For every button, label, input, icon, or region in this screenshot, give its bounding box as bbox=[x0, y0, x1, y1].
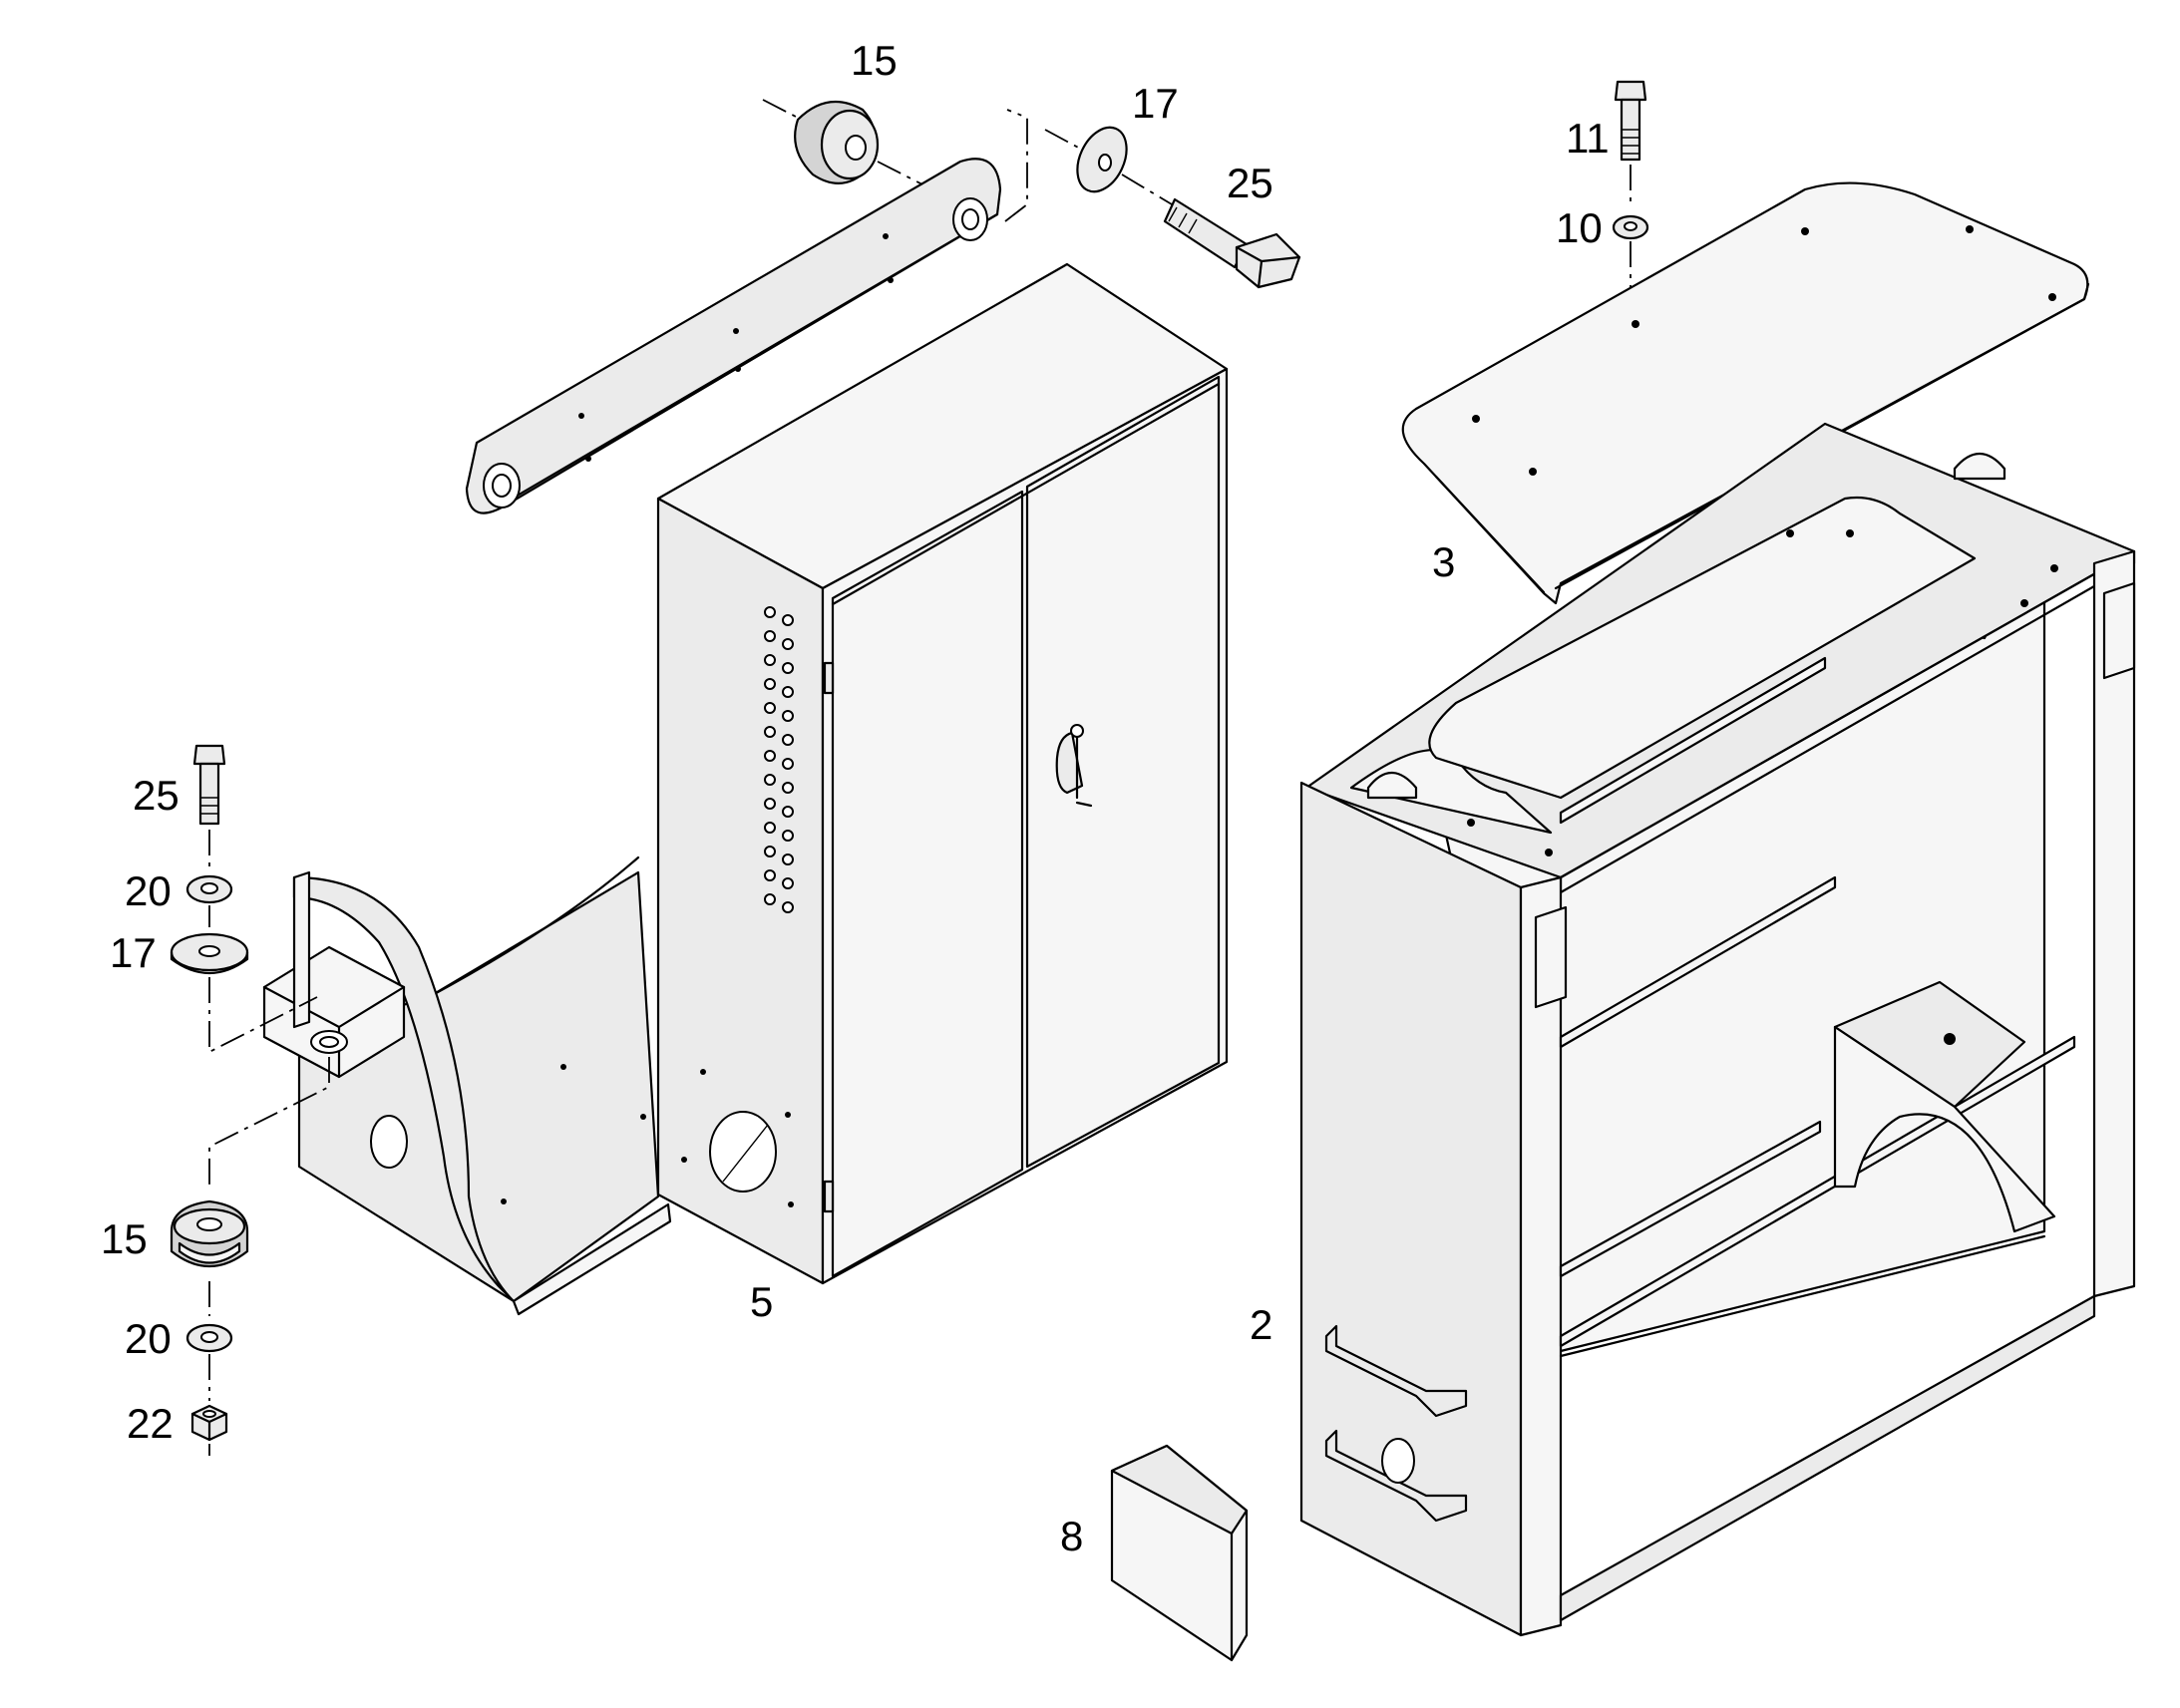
callout-17-left: 17 bbox=[110, 929, 157, 976]
callout-15-left: 15 bbox=[101, 1215, 148, 1262]
callout-11: 11 bbox=[1566, 115, 1610, 162]
callout-17-top: 17 bbox=[1132, 80, 1179, 127]
nut-22 bbox=[190, 1404, 228, 1442]
top-mounting-bar bbox=[465, 158, 1002, 514]
callout-5: 5 bbox=[750, 1278, 773, 1325]
bolt-11 bbox=[1614, 80, 1647, 162]
left-frame-bracket bbox=[262, 855, 672, 1316]
washer-20-upper bbox=[185, 874, 233, 904]
callout-22: 22 bbox=[127, 1400, 174, 1447]
callout-15-top: 15 bbox=[851, 37, 898, 84]
callout-25-left: 25 bbox=[133, 772, 180, 819]
cabinet-vent-holes bbox=[764, 606, 794, 913]
top-cover-plate bbox=[1401, 181, 2090, 605]
washer-17-left bbox=[170, 932, 249, 975]
washer-20-lower bbox=[185, 1323, 233, 1353]
washer-top bbox=[1076, 126, 1128, 193]
washer-10 bbox=[1612, 214, 1649, 240]
callout-20-upper: 20 bbox=[125, 867, 172, 914]
housing-frame-2 bbox=[1299, 422, 2136, 1637]
callout-20-lower: 20 bbox=[125, 1315, 172, 1362]
cabinet-5 bbox=[656, 262, 1229, 1285]
rubber-mount-top bbox=[794, 100, 880, 184]
callout-8: 8 bbox=[1060, 1513, 1083, 1559]
callout-2: 2 bbox=[1250, 1301, 1272, 1348]
bolt-top bbox=[1163, 197, 1301, 289]
callout-10: 10 bbox=[1556, 204, 1603, 251]
callout-25-top: 25 bbox=[1227, 160, 1273, 206]
block-8 bbox=[1110, 1444, 1249, 1662]
callout-3: 3 bbox=[1432, 538, 1455, 585]
bolt-25-left bbox=[192, 744, 226, 826]
callout-labels: 15 17 25 11 10 3 25 20 17 15 20 22 5 2 8 bbox=[101, 37, 1610, 1559]
rubber-mount-15-left bbox=[170, 1199, 249, 1268]
